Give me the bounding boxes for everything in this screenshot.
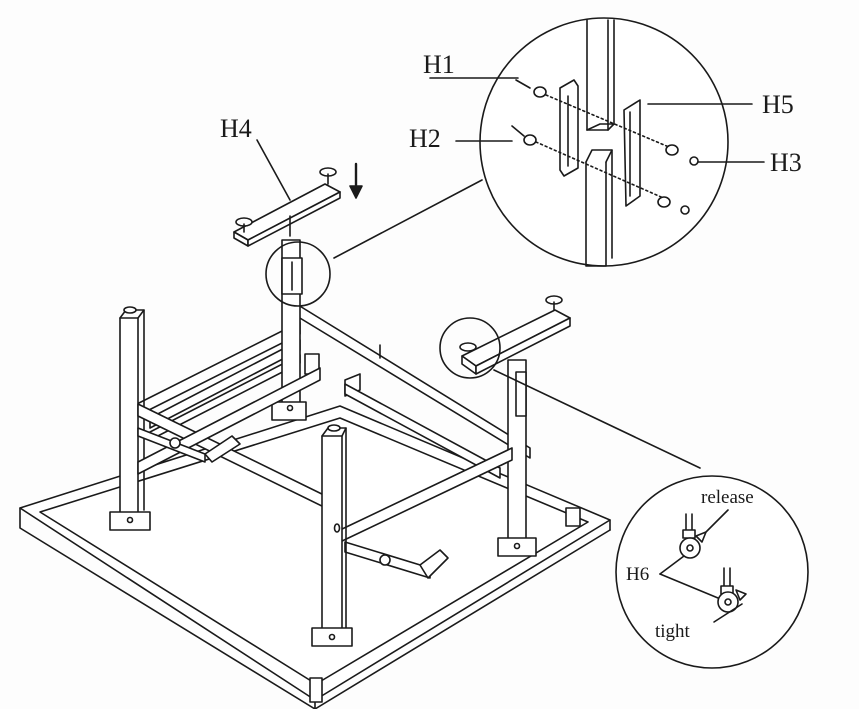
h4-leader — [256, 139, 291, 201]
label-h4: H4 — [220, 114, 252, 143]
leader-line — [493, 369, 701, 469]
h4-crossbar-installed — [459, 295, 571, 375]
detail-circle-bracket — [265, 241, 331, 307]
callout-caster-detail — [615, 475, 809, 669]
center-bar — [344, 383, 501, 479]
front-left-leg — [109, 306, 151, 531]
label-tight: tight — [655, 621, 690, 642]
brace-right — [344, 541, 449, 579]
label-h1: H1 — [423, 50, 455, 79]
brace-left — [137, 427, 241, 463]
front-center-leg — [311, 424, 353, 647]
leader-line — [333, 179, 483, 259]
label-release: release — [701, 487, 754, 508]
back-right-leg — [497, 359, 537, 557]
detail-circle-caster — [439, 317, 501, 379]
h4-crossbar — [233, 167, 341, 247]
callout-bolt-detail — [479, 17, 729, 267]
down-arrow-icon — [349, 162, 363, 199]
label-h3: H3 — [770, 148, 802, 177]
back-left-leg — [271, 239, 307, 421]
label-h5: H5 — [762, 90, 794, 119]
label-h6: H6 — [626, 564, 650, 585]
label-h2: H2 — [409, 124, 441, 153]
